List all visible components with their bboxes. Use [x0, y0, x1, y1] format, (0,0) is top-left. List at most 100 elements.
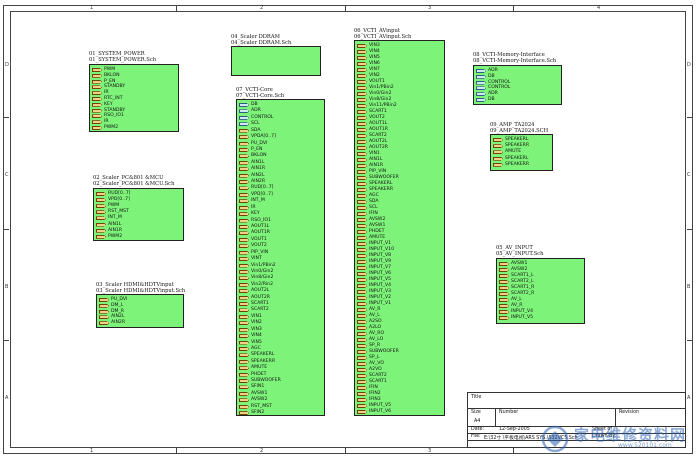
port-arrow-icon	[357, 410, 367, 414]
port-arrow-icon	[476, 98, 486, 102]
port-arrow-icon	[239, 224, 249, 229]
port-label: VIN1	[251, 313, 262, 319]
port-label: VINT	[251, 256, 262, 262]
port-label: P_EN	[251, 146, 263, 152]
port-label: AIN2L	[251, 172, 265, 178]
port-arrow-icon	[357, 272, 367, 276]
port-label: AOUT1R	[251, 230, 270, 236]
port-label: ADR	[488, 91, 498, 97]
port-label: AMUTE	[251, 365, 268, 371]
port-arrow-icon	[499, 292, 509, 296]
number-label: Number	[499, 410, 519, 415]
ruler-row-left-d: D	[5, 62, 9, 68]
port-arrow-icon	[357, 80, 367, 84]
port-label: SCART1_R	[511, 285, 535, 290]
sheet-file-scaler-pc: 02_Scaler_PC&801 &MCU.Sch	[93, 180, 175, 187]
title-block-rule	[615, 408, 616, 427]
port-label: INPUT_V4	[369, 283, 392, 288]
port-label: Vin1/PBin2	[369, 85, 394, 90]
sheet-name-av-input: 05_AV_INPUT	[496, 245, 533, 251]
port-label: DM_R	[111, 308, 124, 314]
sheet-file-vcti-memory: 08_VCTI-Memory-Interface.Sch	[473, 57, 557, 64]
watermark-url: www.520101.com	[618, 442, 672, 449]
port-label: AIN1R	[369, 163, 384, 168]
port-label: INPUT_V9	[369, 259, 392, 264]
port-arrow-icon	[357, 302, 367, 306]
sheet-name-system-power: 01_SYSTEM_POWER	[89, 51, 145, 57]
port-label: AGC	[369, 193, 379, 198]
port-arrow-icon	[239, 398, 249, 403]
port-arrow-icon	[239, 115, 249, 120]
port-arrow-icon	[357, 146, 367, 150]
sheet-scaler-ddram[interactable]	[231, 46, 321, 76]
port-arrow-icon	[493, 150, 503, 155]
port-arrow-icon	[239, 295, 249, 300]
port-label: STANDBY	[104, 107, 126, 113]
port-label: AOUT2R	[369, 145, 388, 150]
port-label: Vin0/Gin2	[369, 91, 392, 96]
port-arrow-icon	[239, 212, 249, 217]
ruler-col-top-2: 2	[260, 5, 264, 11]
port-arrow-icon	[357, 284, 367, 288]
port-label: PU_DVI	[111, 297, 128, 302]
port-label: AV_R	[369, 307, 381, 312]
port-arrow-icon	[239, 135, 249, 140]
port-label: INPUT_V7	[369, 265, 392, 270]
port-arrow-icon	[99, 303, 109, 308]
port-arrow-icon	[357, 386, 367, 390]
port-arrow-icon	[493, 162, 503, 167]
port-label: AV_L	[511, 297, 522, 302]
sheet-name-amp: 09_AMP_TA2024	[490, 122, 535, 128]
port-arrow-icon	[239, 340, 249, 345]
port-label: AIN2R	[111, 320, 126, 326]
port-arrow-icon	[499, 298, 509, 302]
port-arrow-icon	[239, 391, 249, 396]
watermark-text: 家电维修资料网	[574, 426, 687, 444]
port-arrow-icon	[357, 230, 367, 234]
port-label: AGC	[251, 345, 261, 351]
date-value: 12-Sep-2005	[499, 427, 530, 432]
port-label: AVSW1	[511, 261, 528, 266]
port-arrow-icon	[357, 266, 367, 270]
port-label: AV_R	[511, 303, 523, 308]
port-label: AOUT2L	[251, 288, 270, 294]
title-block-rule	[468, 433, 685, 434]
port-label: SCL	[251, 121, 260, 127]
port-arrow-icon	[357, 362, 367, 366]
port-label: IR	[251, 204, 256, 210]
port-arrow-icon	[239, 103, 249, 107]
port-label: SCART1	[251, 301, 269, 307]
port-label: A2LO	[369, 325, 382, 330]
port-label: SCART1_L	[511, 273, 534, 278]
revision-label: Revision	[619, 410, 640, 415]
port-label: SPEAKERR	[505, 143, 530, 149]
port-label: CONTROL	[488, 79, 511, 85]
port-label: VOUT2	[369, 115, 385, 120]
port-arrow-icon	[357, 320, 367, 324]
port-label: SCART2_L	[511, 279, 534, 284]
port-arrow-icon	[357, 110, 367, 114]
ruler-row-left-a: A	[5, 395, 9, 401]
ruler-row-right-d: D	[687, 62, 691, 68]
port-label: RST_MST	[108, 209, 129, 215]
port-label: SUBWOOFER	[251, 378, 281, 384]
sheet-name-scaler-hdmi: 03_Scaler HDMI&HDTVinput	[96, 282, 174, 288]
port-label: IFIN	[369, 211, 378, 216]
sheet-file-system-power: 01_SYSTEM_POWER.Sch	[89, 56, 157, 63]
port-arrow-icon	[357, 260, 367, 264]
port-arrow-icon	[239, 167, 249, 172]
port-arrow-icon	[239, 379, 249, 384]
port-label: AIN1L	[369, 157, 383, 162]
port-arrow-icon	[357, 56, 367, 60]
port-label: VIN5	[369, 55, 380, 60]
sheet-file-amp: 09_AMP_TA2024.SCH	[490, 127, 549, 134]
